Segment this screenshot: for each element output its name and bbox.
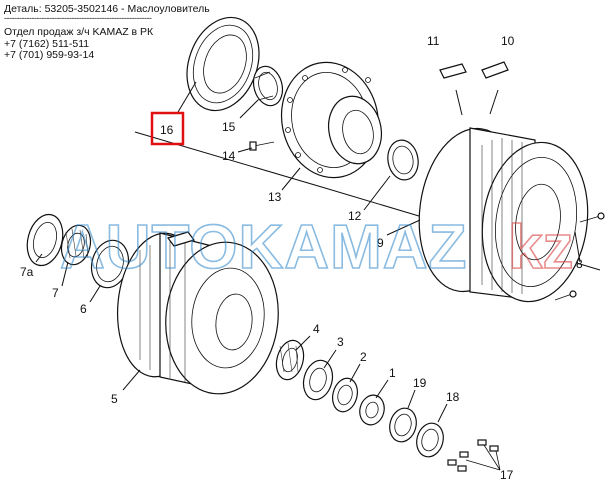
part-2-washer[interactable] xyxy=(329,375,361,414)
callout-16: 16 xyxy=(160,123,174,137)
part-7-bearing[interactable] xyxy=(57,222,94,268)
part-4-bearing[interactable] xyxy=(272,337,307,382)
callout-10: 10 xyxy=(501,34,515,48)
callout-5: 5 xyxy=(111,392,118,406)
phone-number-2: +7 (701) 959-93-14 xyxy=(4,49,95,61)
sales-department: Отдел продаж з/ч KAMAZ в РК xyxy=(4,26,154,38)
callout-7a: 7a xyxy=(20,265,34,279)
part-18-ring[interactable] xyxy=(413,420,447,460)
header-separator: ----------------------------------------… xyxy=(4,13,152,23)
part-17-studs[interactable] xyxy=(447,439,501,472)
part-14-bolt[interactable] xyxy=(249,141,275,151)
callout-6: 6 xyxy=(80,302,87,316)
callout-2: 2 xyxy=(360,350,367,364)
part-10-pad[interactable] xyxy=(481,61,509,79)
callout-3: 3 xyxy=(337,335,344,349)
callout-15: 15 xyxy=(222,120,236,134)
callout-9: 9 xyxy=(377,236,384,250)
leader-lines xyxy=(35,81,581,423)
callout-12: 12 xyxy=(348,209,362,223)
part-13-hub[interactable] xyxy=(271,53,389,186)
callout-1: 1 xyxy=(389,366,396,380)
callout-4: 4 xyxy=(313,322,320,336)
part-19-ring[interactable] xyxy=(386,405,420,445)
part-11-pad[interactable] xyxy=(439,63,467,79)
callout-11: 11 xyxy=(427,34,440,48)
part-12-ring[interactable] xyxy=(385,138,421,183)
watermark-suffix: kz xyxy=(508,213,573,282)
callout-8: 8 xyxy=(576,257,583,271)
watermark-main: AUTOKAMAZ xyxy=(60,213,467,282)
part-16-oil-catcher[interactable] xyxy=(175,7,272,120)
highlight-box xyxy=(150,111,185,146)
part-5-hub-drum[interactable] xyxy=(111,229,286,399)
callout-7: 7 xyxy=(52,286,59,300)
part-3-washer[interactable] xyxy=(299,357,336,403)
callout-19: 19 xyxy=(413,376,427,390)
callout-13: 13 xyxy=(268,190,282,204)
part-8-bolt[interactable] xyxy=(554,212,605,301)
part-9-brake-drum[interactable] xyxy=(409,122,598,309)
part-title: Деталь: 53205-3502146 - Маслоуловитель xyxy=(4,3,210,15)
callout-17: 17 xyxy=(500,468,514,482)
callout-18: 18 xyxy=(446,390,460,404)
part-15-ring[interactable] xyxy=(249,63,286,109)
callout-14: 14 xyxy=(222,149,236,163)
phone-number-1: +7 (7162) 511-511 xyxy=(4,38,90,50)
part-1-nut[interactable] xyxy=(357,392,388,427)
